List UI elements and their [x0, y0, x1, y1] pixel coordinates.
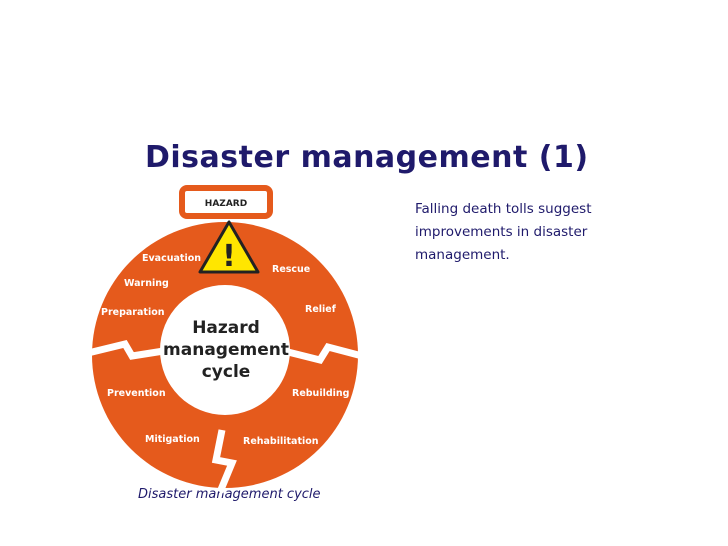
stage-rebuilding: Rebuilding — [292, 388, 349, 399]
warning-symbol: ! — [222, 239, 236, 274]
stage-evacuation: Evacuation — [142, 253, 201, 264]
stage-relief: Relief — [305, 304, 337, 315]
warning-triangle-icon — [198, 220, 260, 274]
stage-preparation: Preparation — [101, 307, 165, 318]
gap-right — [279, 342, 367, 365]
diagram-caption: Disaster management cycle — [138, 487, 321, 502]
ring-gaps — [87, 339, 367, 494]
slide-body-text: Falling death tolls suggest improvements… — [415, 201, 592, 263]
hazard-box — [179, 185, 273, 219]
slide-title: Disaster management (1) — [145, 140, 589, 175]
stage-prevention: Prevention — [107, 388, 166, 399]
center-label-line-1: Hazard — [192, 318, 260, 338]
stage-mitigation: Mitigation — [145, 434, 200, 445]
hazard-box-label: HAZARD — [205, 199, 247, 209]
gap-bottom — [211, 429, 237, 494]
stage-rescue: Rescue — [272, 264, 310, 275]
stage-rehabilitation: Rehabilitation — [243, 436, 319, 447]
center-label-line-3: cycle — [202, 362, 251, 382]
cycle-center-disk — [160, 285, 290, 415]
stage-warning: Warning — [124, 278, 169, 289]
gap-left — [87, 339, 171, 360]
center-label-line-2: management — [163, 340, 289, 360]
